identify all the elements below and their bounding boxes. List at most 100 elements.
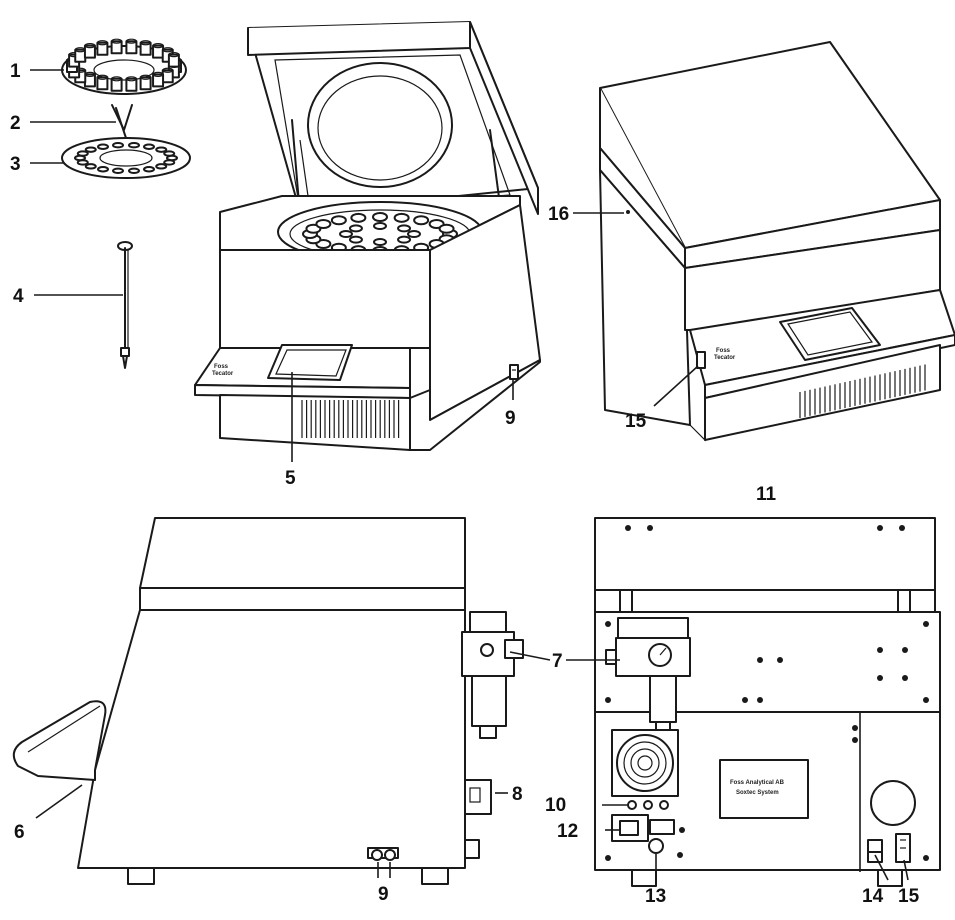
screw	[923, 621, 929, 627]
plate-hole	[143, 166, 155, 173]
cup-rim	[110, 38, 123, 44]
plate-hole	[127, 141, 140, 149]
cup-rim	[110, 76, 123, 82]
cup	[110, 40, 123, 55]
screw	[605, 621, 611, 627]
cup-rim	[168, 52, 180, 58]
cup-rim	[125, 38, 138, 44]
callout-12: 12	[557, 821, 578, 842]
plate-hole	[155, 163, 168, 170]
cup	[139, 41, 152, 56]
plate-hole	[163, 159, 176, 166]
plate-hole	[112, 167, 125, 175]
plate-hole	[97, 166, 109, 173]
cup-rim	[96, 74, 108, 80]
cup-holder-ring	[61, 38, 187, 95]
plate-hole	[127, 167, 140, 175]
callout-8: 8	[512, 784, 523, 805]
carousel-cup	[330, 215, 347, 226]
callout-labels: 1 2 3 4 5 6 7 8 9 9 10 11 12 13 14 15 15…	[10, 61, 920, 907]
cup	[96, 76, 109, 91]
svg-text:Foss: Foss	[214, 364, 229, 370]
screw	[852, 725, 858, 731]
leader-lines	[30, 69, 909, 881]
cup-rim	[140, 74, 152, 80]
cup-rim	[125, 76, 138, 82]
callout-6: 6	[14, 822, 25, 843]
screw	[677, 852, 683, 858]
cup	[167, 53, 180, 68]
carousel-cup	[339, 230, 353, 238]
front-view-open: Foss Tecator	[194, 21, 541, 451]
cup-rim	[152, 43, 164, 49]
plate-hole	[76, 150, 89, 157]
screw	[679, 827, 685, 833]
screw	[902, 647, 908, 653]
screw	[757, 697, 763, 703]
callout-15-rear: 15	[898, 886, 920, 907]
svg-text:Tecator: Tecator	[714, 355, 736, 361]
cup	[110, 77, 123, 92]
carousel-cup	[397, 235, 412, 244]
svg-text:Tecator: Tecator	[212, 371, 234, 377]
callout-4: 4	[13, 286, 24, 307]
carousel-cup	[350, 212, 367, 223]
plate-hole	[155, 146, 168, 153]
screw	[877, 647, 883, 653]
carousel-cup	[348, 224, 363, 233]
cup	[83, 44, 96, 59]
plate-hole	[84, 163, 97, 170]
cup	[125, 77, 138, 92]
screw	[757, 657, 763, 663]
callout-3: 3	[10, 154, 21, 175]
plate-hole	[97, 143, 109, 150]
callout-13: 13	[645, 886, 666, 907]
rear-view: Foss Analytical AB Soxtec System	[594, 517, 941, 887]
screw	[852, 737, 858, 743]
carousel-cup	[373, 222, 387, 230]
cup	[125, 40, 138, 55]
screw	[605, 697, 611, 703]
carousel-cup	[393, 212, 410, 223]
cup-rim	[84, 43, 96, 49]
callout-7: 7	[552, 651, 563, 672]
callout-14: 14	[862, 886, 884, 907]
carousel-cup	[373, 238, 387, 246]
carousel-cup	[407, 230, 421, 238]
callout-15-front: 15	[625, 411, 647, 432]
screw	[877, 675, 883, 681]
callout-9-front: 9	[505, 408, 516, 429]
cup-rim	[162, 67, 174, 73]
side-view	[12, 517, 524, 885]
cup-rim	[152, 71, 164, 77]
callout-2: 2	[10, 113, 21, 134]
rear-nameplate-line1: Foss Analytical AB	[730, 780, 785, 786]
callout-11: 11	[756, 484, 777, 505]
cup	[139, 76, 152, 91]
plate-hole	[143, 143, 155, 150]
cup	[152, 73, 165, 88]
screw	[605, 855, 611, 861]
screw	[923, 855, 929, 861]
carousel-cup	[372, 212, 388, 222]
callout-9-side: 9	[378, 884, 389, 905]
screw	[902, 675, 908, 681]
screw	[742, 697, 748, 703]
carousel-cup	[413, 215, 430, 226]
plate-hole	[84, 146, 97, 153]
thimble-rod	[117, 241, 133, 369]
screw	[777, 657, 783, 663]
callout-16: 16	[548, 204, 569, 225]
support-plate	[61, 137, 191, 179]
cup-rim	[140, 40, 152, 46]
screw	[923, 697, 929, 703]
callout-5: 5	[285, 468, 296, 489]
front-view-closed: Foss Tecator	[599, 41, 955, 442]
cup	[96, 41, 109, 56]
plate-hole	[163, 150, 176, 157]
cup-rim	[162, 47, 174, 53]
cup-rim	[96, 40, 108, 46]
carousel-cup	[438, 223, 455, 234]
